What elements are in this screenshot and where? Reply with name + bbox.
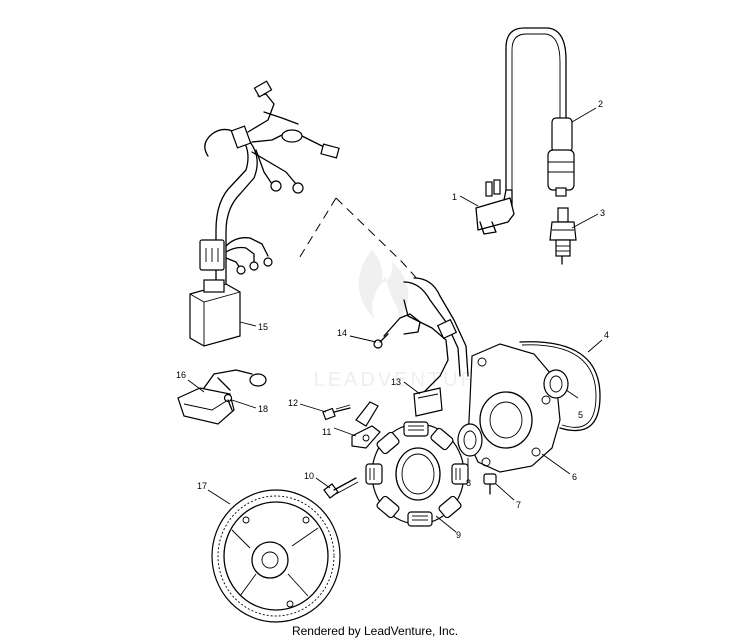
part-3-spark-plug — [549, 207, 577, 265]
callout-8: 8 — [466, 478, 471, 488]
part-18-screw — [223, 393, 233, 411]
part-4-o-ring — [519, 341, 601, 432]
callout-12: 12 — [288, 398, 298, 408]
dashed-connection — [297, 197, 421, 283]
callout-7: 7 — [516, 500, 521, 510]
ht-lead — [505, 27, 567, 191]
callout-2: 2 — [598, 99, 603, 109]
part-1-ignition-coil — [475, 179, 515, 235]
part-8-seal — [457, 423, 483, 457]
callout-14: 14 — [337, 328, 347, 338]
part-16-regulator — [177, 369, 267, 425]
part-12-bolt — [322, 404, 351, 421]
callout-17: 17 — [197, 481, 207, 491]
callout-9: 9 — [456, 530, 461, 540]
callout-labels: 1 2 3 4 5 6 7 8 9 10 11 12 13 14 15 16 1… — [176, 99, 609, 540]
part-11-clamp — [351, 401, 381, 449]
callout-5: 5 — [578, 410, 583, 420]
footer-credit: Rendered by LeadVenture, Inc. — [291, 624, 459, 638]
callout-15: 15 — [258, 322, 268, 332]
part-17-flywheel — [211, 489, 341, 623]
callout-1: 1 — [452, 192, 457, 202]
callout-4: 4 — [604, 330, 609, 340]
callout-11: 11 — [322, 427, 331, 437]
callout-13: 13 — [391, 377, 401, 387]
callout-10: 10 — [304, 471, 314, 481]
callout-3: 3 — [600, 208, 605, 218]
part-9-stator — [365, 421, 469, 527]
wiring-harness — [199, 80, 340, 301]
watermark-text: LEADVENTURE — [314, 369, 495, 391]
part-7-bolt — [483, 473, 497, 495]
stator-lead — [403, 277, 469, 393]
part-10-bolt — [323, 477, 359, 499]
watermark: LEADVENTURE — [314, 250, 495, 391]
leader-lines — [187, 107, 603, 533]
ht-lead-inner — [511, 33, 561, 190]
callout-18: 18 — [258, 404, 268, 414]
part-5-bushing — [543, 369, 569, 399]
part-13-pulser-coil — [413, 387, 443, 417]
part-15-cdi-box — [189, 279, 241, 347]
callout-6: 6 — [572, 472, 577, 482]
part-6-stator-plate — [467, 343, 561, 473]
callout-16: 16 — [176, 370, 186, 380]
part-2-plug-cap — [547, 117, 575, 197]
